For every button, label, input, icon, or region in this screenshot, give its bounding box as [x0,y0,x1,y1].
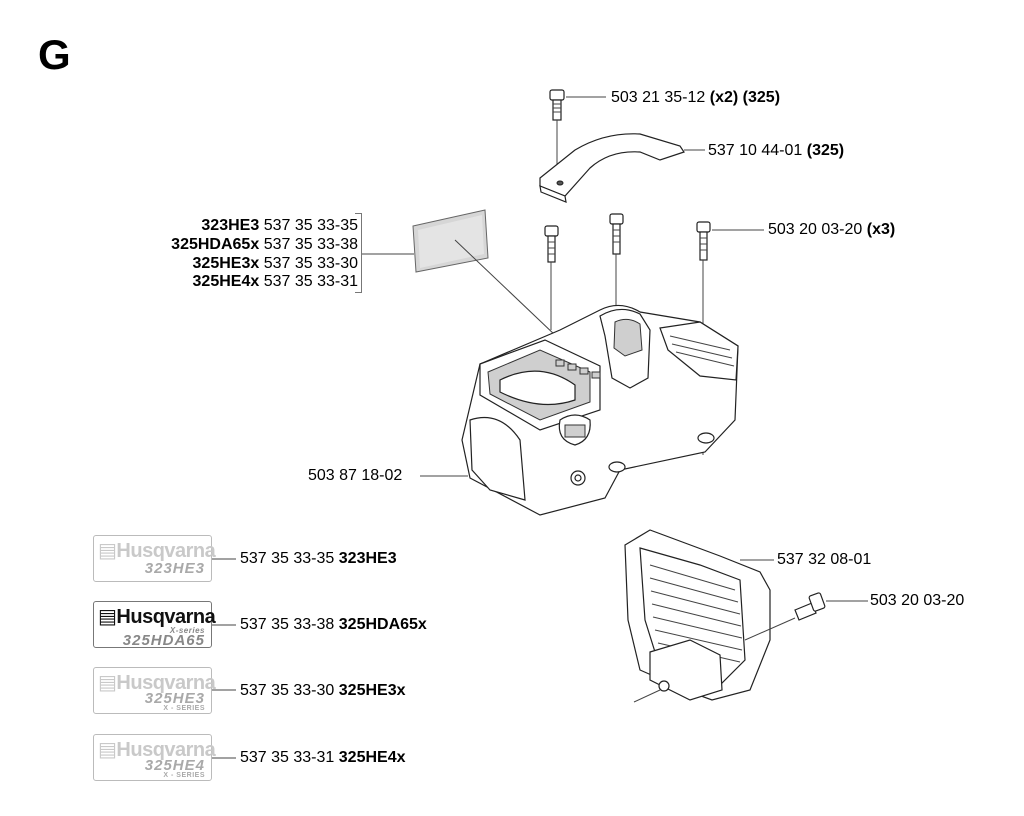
part-number: 537 35 33-35 [263,217,358,234]
model-name: 325HE4x [192,273,260,290]
table-bracket [355,213,362,293]
model-name: 325HDA65x [338,616,427,633]
part-number: 537 32 08-01 [777,551,872,568]
decal-model-text: 325HDA65 [122,632,205,649]
decal-325HE4x: ▤Husqvarna 325HE4 X - SERIES [93,734,216,781]
decal-series-text: X - SERIES [163,705,205,712]
decal-label: 537 35 33-31 325HE4x [240,749,405,767]
callout-screw-top: 503 21 35-12 (x2) (325) [611,89,780,107]
model-name: 325HDA65x [171,236,260,253]
decal-table-row: 323HE3 537 35 33-35 [140,217,358,235]
decal-table-row: 325HDA65x 537 35 33-38 [100,236,358,254]
handle-cover-537-10-44-01 [539,133,705,203]
decal-series-text: X-series [169,626,205,635]
decal-325HE3x: ▤Husqvarna 325HE3 X - SERIES [93,667,216,714]
husqvarna-logo: ▤Husqvarna [98,739,216,761]
model-name: 325HE3x [192,255,260,272]
callout-handle-cover: 537 10 44-01 (325) [708,142,844,160]
section-letter: G [38,31,71,78]
screw-left [544,225,559,330]
model-name: 325HE3x [338,682,406,699]
side-screw-503-20-03-20 [794,592,868,621]
decal-model-text: 325HE3 [144,690,205,707]
decal-label: 537 35 33-35 323HE3 [240,550,397,568]
husqvarna-logo: ▤Husqvarna [98,540,216,562]
air-cover-537-32-08-01 [624,529,796,703]
model-tag: (325) [806,142,845,159]
part-number: 537 35 33-38 [240,616,335,633]
part-number: 537 35 33-31 [263,273,358,290]
part-number: 503 20 03-20 [768,221,863,238]
main-cover-503-87-18-02 [420,304,739,516]
callout-side-screw: 503 20 03-20 [870,592,964,610]
decal-table-row: 325HE3x 537 35 33-30 [120,255,358,273]
callout-air-cover: 537 32 08-01 [777,551,871,569]
model-name: 325HE4x [338,749,406,766]
label-plate [412,209,557,337]
decal-label: 537 35 33-30 325HE3x [240,682,405,700]
part-number: 503 87 18-02 [308,467,403,484]
part-number: 537 10 44-01 [708,142,803,159]
decal-model-text: 325HE4 [144,757,205,774]
callout-screws-x3: 503 20 03-20 (x3) [768,221,895,239]
decal-label: 537 35 33-38 325HDA65x [240,616,427,634]
part-number: 503 21 35-12 [611,89,706,106]
part-number: 537 35 33-35 [240,550,335,567]
part-number: 537 35 33-38 [263,236,358,253]
husqvarna-logo: ▤Husqvarna [98,606,216,628]
model-tag: (325) [742,89,781,106]
decal-table-row: 325HE4x 537 35 33-31 [120,273,358,291]
part-number: 537 35 33-30 [240,682,335,699]
quantity: (x2) [709,89,739,106]
callout-main-cover: 503 87 18-02 [308,467,402,485]
part-number: 503 20 03-20 [870,592,965,609]
model-name: 323HE3 [338,550,397,567]
model-name: 323HE3 [201,217,260,234]
decal-model-text: 323HE3 [144,560,205,577]
decal-series-text: X - SERIES [163,772,205,779]
quantity: (x3) [866,221,896,238]
husqvarna-logo: ▤Husqvarna [98,672,216,694]
decal-325HDA65x: ▤Husqvarna X-series 325HDA65 [93,601,216,649]
part-number: 537 35 33-31 [240,749,335,766]
screw-503-21-35-12 [549,89,606,172]
decal-323HE3: ▤Husqvarna 323HE3 [93,535,216,582]
part-number: 537 35 33-30 [263,255,358,272]
